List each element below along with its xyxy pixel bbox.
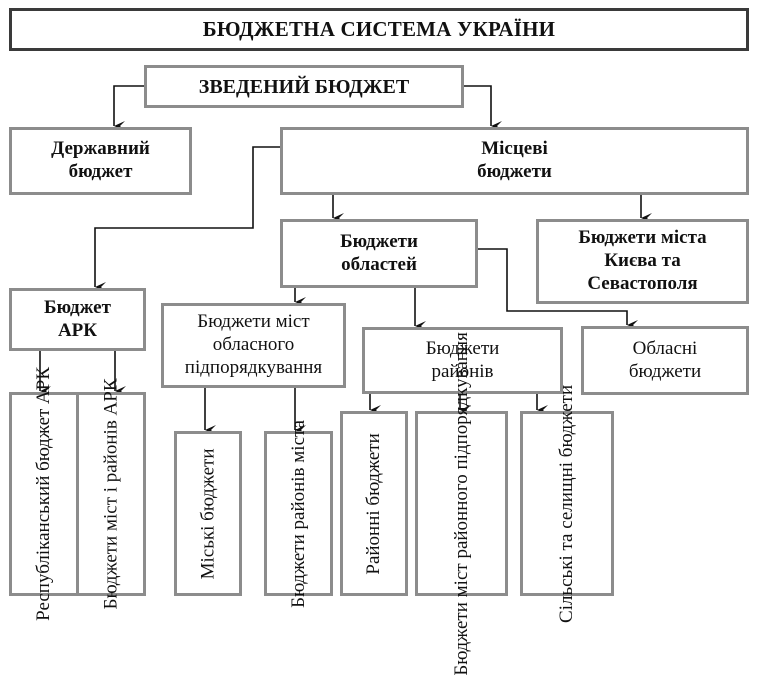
node-label: Республіканський бюджет АРК — [33, 367, 55, 621]
node-cities-district-subordination: Бюджети міст районного підпорядкування — [415, 332, 508, 675]
node-label: Міські бюджети — [197, 448, 219, 579]
node-label: Бюджети районів міста — [287, 419, 309, 608]
node-cities-regional-subordination: Бюджети міст обласного підпорядкування — [161, 303, 346, 388]
node-label: Бюджети районів — [425, 337, 500, 382]
node-label: Бюджети міста Києва та Севастополя — [578, 227, 707, 294]
node-ark-republican-budget: Республіканський бюджет АРК — [9, 367, 79, 621]
node-state-budget: Державний бюджет — [9, 127, 192, 195]
node-label: ЗВЕДЕНИЙ БЮДЖЕТ — [198, 75, 410, 98]
connector-layer — [39, 85, 652, 435]
node-ark-budget: Бюджет АРК — [9, 288, 146, 351]
node-label: Державний бюджет — [51, 138, 150, 182]
node-kyiv-sevastopol-budgets: Бюджети міста Києва та Севастополя — [536, 219, 749, 304]
node-label: Бюджети міст районного підпорядкування — [450, 331, 472, 675]
node-label: Бюджети міст і районів АРК — [100, 378, 122, 610]
node-label: Сільські та селищні бюджети — [556, 384, 578, 623]
node-district-budgets: Районні бюджети — [340, 411, 408, 596]
node-label: Районні бюджети — [363, 432, 385, 575]
node-regions-budgets: Бюджети областей — [280, 219, 478, 288]
node-label: Місцеві бюджети — [477, 138, 552, 182]
edge-local-ark — [94, 146, 280, 292]
node-label: Бюджет АРК — [44, 296, 111, 341]
diagram-title-text: БЮДЖЕТНА СИСТЕМА УКРАЇНИ — [202, 16, 556, 41]
node-local-budgets: Місцеві бюджети — [280, 127, 749, 195]
node-village-settlement-budgets: Сільські та селищні бюджети — [520, 384, 614, 623]
node-ark-cities-districts-budgets: Бюджети міст і районів АРК — [76, 379, 146, 609]
node-regional-budgets: Обласні бюджети — [581, 326, 749, 395]
diagram-title: БЮДЖЕТНА СИСТЕМА УКРАЇНИ — [9, 8, 749, 51]
edge-consolidated-state — [113, 85, 144, 131]
edge-regions-regional-budgets — [477, 248, 638, 330]
node-consolidated-budget: ЗВЕДЕНИЙ БЮДЖЕТ — [144, 65, 464, 108]
node-label: Обласні бюджети — [628, 337, 702, 382]
node-districts-budgets: Бюджети районів — [362, 327, 563, 394]
node-label: Бюджети областей — [340, 230, 418, 275]
node-city-district-budgets: Бюджети районів міста — [264, 420, 333, 607]
edge-consolidated-local — [463, 85, 502, 131]
node-city-budgets: Міські бюджети — [174, 431, 242, 596]
node-label: Бюджети міст обласного підпорядкування — [184, 311, 323, 378]
